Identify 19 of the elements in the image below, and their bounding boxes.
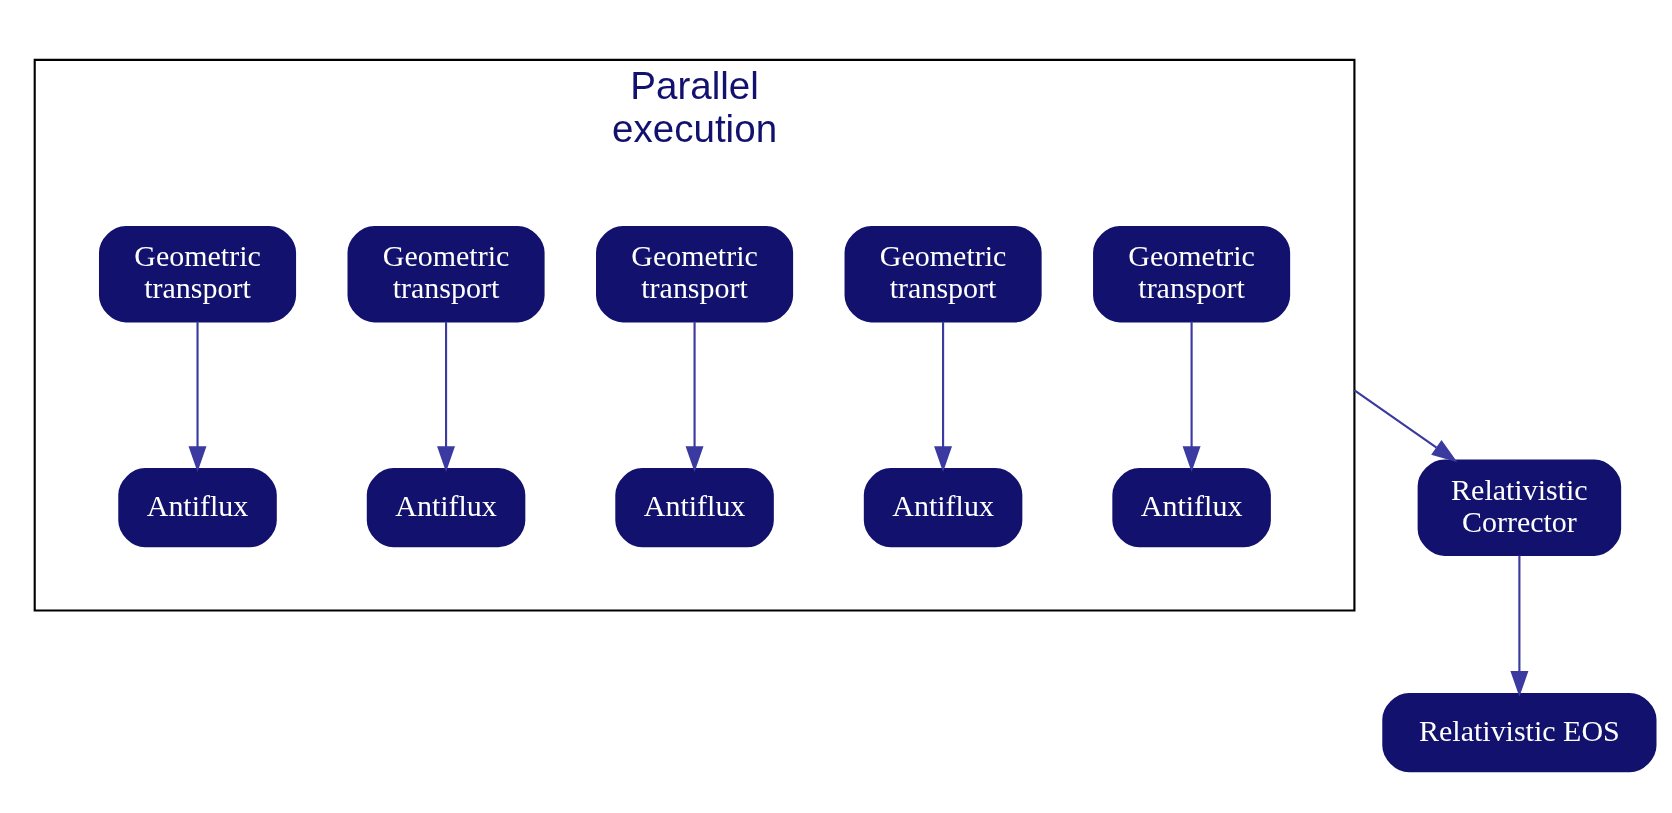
arrow [436, 321, 455, 472]
node-box: Antiflux [1111, 467, 1271, 547]
node-box: Antiflux [863, 467, 1022, 547]
node-box: Antiflux [614, 467, 774, 547]
arrow [1509, 555, 1528, 697]
node-box: Geometric transport [844, 225, 1042, 322]
node-box: Geometric transport [1092, 225, 1290, 322]
node-box: Antiflux [366, 467, 525, 547]
arrow [1353, 388, 1457, 462]
arrow [188, 321, 207, 472]
node-box: Relativistic EOS [1381, 692, 1656, 772]
node-box: Antiflux [117, 467, 277, 547]
node-box: Geometric transport [98, 225, 296, 322]
arrow [1182, 321, 1201, 472]
node-box: Geometric transport [347, 225, 545, 322]
arrow [685, 321, 704, 472]
node-box: Geometric transport [595, 225, 793, 322]
arrow [933, 321, 952, 472]
node-box: Relativistic Corrector [1417, 459, 1621, 556]
